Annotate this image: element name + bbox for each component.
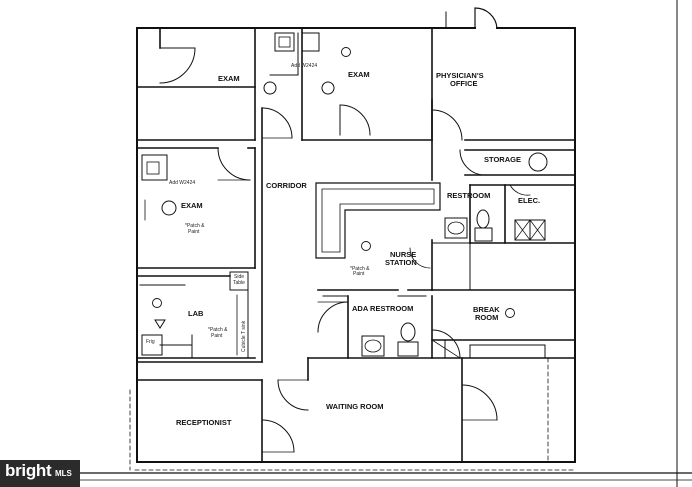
room-label-physicians-office-1: PHYSICIAN'S (436, 71, 484, 80)
room-label-elec: ELEC. (518, 196, 541, 205)
note-add-w2424-left: Add W2424 (169, 180, 196, 186)
note-side-table-2: Table (233, 280, 245, 286)
note-patch-paint-lab-1: *Patch & (208, 327, 228, 333)
room-label-ada-restroom: ADA RESTROOM (352, 304, 414, 313)
room-label-corridor: CORRIDOR (266, 181, 307, 190)
watermark-suffix: MLS (55, 469, 72, 478)
note-patch-paint-nurse-2: Paint (353, 271, 365, 277)
room-label-waiting-room: WAITING ROOM (326, 402, 384, 411)
room-label-physicians-office-2: OFFICE (450, 79, 478, 88)
room-label-break-room-1: BREAK (473, 305, 500, 314)
room-label-restroom: RESTROOM (447, 191, 491, 200)
brightmls-watermark: bright MLS (0, 460, 80, 487)
room-label-exam-top-left: EXAM (218, 74, 240, 83)
watermark-brand: bright (5, 461, 52, 480)
note-side-table-1: Side (234, 274, 245, 280)
note-patch-paint-exam-1: *Patch & (185, 223, 205, 229)
note-add-w2424-top: Add W2424 (291, 63, 318, 69)
note-frig: Frig (146, 339, 155, 345)
note-cubicle-sink: Cubicle T sink (241, 320, 247, 352)
note-patch-paint-nurse-1: *Patch & (350, 266, 370, 272)
room-label-exam-left: EXAM (181, 201, 203, 210)
room-label-nurse-station-1: NURSE (390, 250, 417, 259)
note-patch-paint-lab-2: Paint (211, 333, 223, 339)
room-label-reception: RECEPTIONIST (176, 418, 232, 427)
room-label-lab: LAB (188, 309, 204, 318)
note-patch-paint-exam-2: Paint (188, 229, 200, 235)
room-label-nurse-station-2: STATION (385, 258, 417, 267)
room-label-storage: STORAGE (484, 155, 521, 164)
room-label-exam-top-mid: EXAM (348, 70, 370, 79)
room-label-break-room-2: ROOM (475, 313, 499, 322)
